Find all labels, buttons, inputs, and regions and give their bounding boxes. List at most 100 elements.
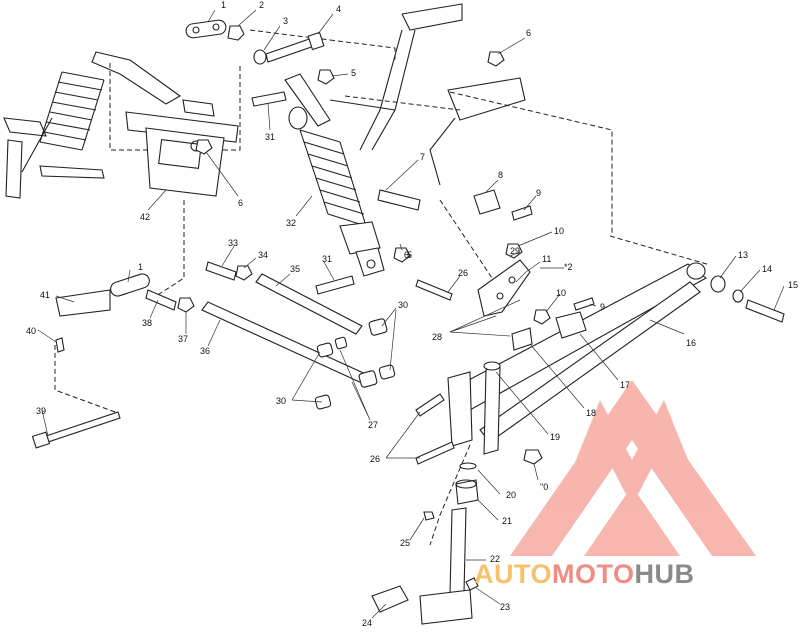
mounting-bracket-42 <box>125 99 239 197</box>
spindle-22 <box>449 507 467 595</box>
callout-label: 31 <box>265 132 275 142</box>
bolt-9a <box>511 205 533 221</box>
bolt-15 <box>745 299 785 323</box>
callout-label: 9 <box>536 188 541 198</box>
callout-label: 2 <box>259 0 264 10</box>
plate-41 <box>55 289 111 317</box>
upper-link-plate <box>185 19 325 65</box>
callout-label: 34 <box>258 250 268 260</box>
callout-label: 6 <box>404 250 409 260</box>
callout-label: 6 <box>238 198 243 208</box>
trailing-arm-16 <box>449 262 707 443</box>
callout-label: 19 <box>550 432 560 442</box>
callout-label: 41 <box>40 290 50 300</box>
callout-label: 15 <box>788 280 798 290</box>
nut-5b <box>393 247 411 263</box>
callout-label: 9 <box>600 302 605 312</box>
callout-label: 5 <box>407 250 412 260</box>
callout-label: 36 <box>200 346 210 356</box>
bolt-31a <box>251 91 287 107</box>
callout-label: 30 <box>276 396 286 406</box>
nut-5a <box>317 69 335 85</box>
callout-label: 31 <box>322 254 332 264</box>
bolt-9b <box>573 297 595 311</box>
callout-label: 3 <box>283 16 288 26</box>
callout-label: 22 <box>490 554 500 564</box>
nut-34 <box>235 265 253 281</box>
nut-10c <box>523 449 543 465</box>
steering-arm-11 <box>477 259 587 351</box>
watermark-wordmark: AUTOMOTOHUB <box>474 559 695 589</box>
callout-label: 28 <box>432 332 442 342</box>
callout-label: 42 <box>140 212 150 222</box>
nut-10b <box>533 309 551 325</box>
callout-labels: 1 2 3 4 5 6 31 6 42 7 8 9 32 6 10 29 11 … <box>26 0 798 628</box>
callout-label: 16 <box>686 338 696 348</box>
callout-label: 39 <box>36 406 46 416</box>
bolt-26b <box>415 393 445 417</box>
callout-label: 40 <box>26 326 36 336</box>
callout-label: 29 <box>510 246 520 256</box>
callout-label: 5 <box>351 68 356 78</box>
nut-10a <box>505 243 523 259</box>
leader-lines <box>37 9 785 619</box>
wordmark-auto: AUTO <box>474 559 552 589</box>
callout-label: 38 <box>142 318 152 328</box>
callout-label: 1 <box>138 262 143 272</box>
arm-7 <box>377 189 421 211</box>
bushing-13 <box>710 275 726 293</box>
callout-label: 33 <box>228 238 238 248</box>
nut-2 <box>227 25 245 41</box>
callout-label: 1 <box>221 0 226 10</box>
callout-label: 32 <box>286 218 296 228</box>
washer-3 <box>253 49 267 65</box>
bolt-26a <box>415 279 453 301</box>
callout-label: 8 <box>498 170 503 180</box>
front-shock-absorber <box>284 73 385 277</box>
callout-label: 27 <box>368 420 378 430</box>
svg-text:AUTOMOTOHUB: AUTOMOTOHUB <box>474 559 695 589</box>
callout-label: 26 <box>458 268 468 278</box>
logo-triangle-mark <box>510 380 756 556</box>
chassis-frame <box>329 3 526 186</box>
bolt-31b <box>315 275 355 295</box>
left-shock-assembly <box>3 51 182 199</box>
rod-35 <box>255 273 363 335</box>
callout-label: 23 <box>500 602 510 612</box>
stud-33 <box>205 261 237 281</box>
logo-m-mark <box>560 400 704 506</box>
callout-label: 25 <box>400 538 410 548</box>
callout-label: "0 <box>540 482 548 492</box>
callout-label: 26 <box>370 454 380 464</box>
callout-label: 17 <box>620 380 630 390</box>
callout-label: 14 <box>762 264 772 274</box>
nut-6a <box>487 51 505 67</box>
washer-14 <box>732 289 744 303</box>
callout-label: 20 <box>506 490 516 500</box>
fitting-23 <box>465 577 479 591</box>
wordmark-hub: HUB <box>635 559 695 589</box>
pin-40 <box>55 337 65 353</box>
callout-label: 6 <box>526 28 531 38</box>
wordmark-moto: MOTO <box>552 559 635 589</box>
watermark-logo <box>510 380 756 556</box>
bolt-26c <box>415 441 455 465</box>
callout-label: 4 <box>336 4 341 14</box>
callout-label: 10 <box>556 288 566 298</box>
stud-38 <box>145 289 177 311</box>
block-17 <box>555 311 587 339</box>
bushing-8 <box>473 189 501 215</box>
link-plate-1b <box>110 273 150 297</box>
nut-6b <box>195 139 213 155</box>
o-ring-20 <box>459 462 477 470</box>
callout-label: 13 <box>738 250 748 260</box>
callout-label: 10 <box>554 226 564 236</box>
callout-label: 30 <box>398 300 408 310</box>
nut-37 <box>177 297 195 313</box>
callout-label: 21 <box>502 516 512 526</box>
plate-18 <box>511 327 533 351</box>
bushing-21 <box>455 479 479 505</box>
callout-label: 37 <box>178 334 188 344</box>
callout-label: *2 <box>564 262 573 272</box>
